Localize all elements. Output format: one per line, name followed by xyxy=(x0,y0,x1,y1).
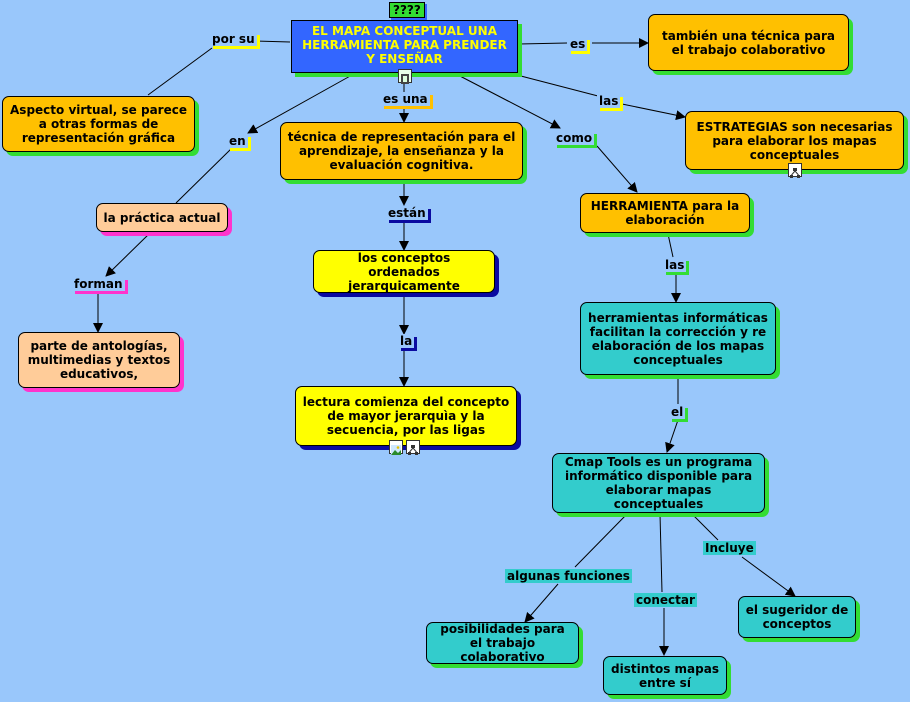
link-conectar[interactable]: conectar xyxy=(634,593,697,607)
link-las-herramientas[interactable]: las xyxy=(663,258,687,272)
link-la[interactable]: la xyxy=(398,334,415,348)
link-es-una[interactable]: es una xyxy=(381,92,430,106)
node-tecnica-colaborativo[interactable]: también una técnica para el trabajo cola… xyxy=(648,14,849,71)
link-como[interactable]: como xyxy=(554,131,595,145)
image-icon[interactable] xyxy=(389,440,403,455)
node-tecnica-representacion[interactable]: técnica de representación para el aprend… xyxy=(280,122,523,180)
link-las-estrategias[interactable]: las xyxy=(597,94,621,108)
link-por-su[interactable]: por su xyxy=(210,32,257,46)
node-estrategias[interactable]: ESTRATEGIAS son necesarias para elaborar… xyxy=(685,111,904,170)
link-es[interactable]: es xyxy=(568,37,588,51)
main-concept-title[interactable]: EL MAPA CONCEPTUAL UNA HERRAMIENTA PARA … xyxy=(291,20,518,73)
node-aspecto-virtual[interactable]: Aspecto virtual, se parece a otras forma… xyxy=(2,96,195,152)
video-icon[interactable] xyxy=(398,69,412,84)
node-distintos-mapas[interactable]: distintos mapas entre sí xyxy=(603,656,727,695)
node-herramienta[interactable]: HERRAMIENTA para la elaboración xyxy=(580,193,750,233)
node-practica-actual[interactable]: la práctica actual xyxy=(96,203,228,232)
concept-map-icon[interactable] xyxy=(788,163,802,178)
node-posibilidades[interactable]: posibilidades para el trabajo colaborati… xyxy=(426,622,579,664)
link-en[interactable]: en xyxy=(227,134,248,148)
node-herramientas-informaticas[interactable]: herramientas informáticas facilitan la c… xyxy=(580,302,776,375)
node-lectura[interactable]: lectura comienza del concepto de mayor j… xyxy=(295,386,517,446)
link-el[interactable]: el xyxy=(669,405,686,419)
node-conceptos-ordenados[interactable]: los conceptos ordenados jerarquicamente xyxy=(313,250,495,293)
link-algunas-funciones[interactable]: algunas funciones xyxy=(505,569,632,583)
concept-map-icon[interactable] xyxy=(406,440,420,455)
link-estan[interactable]: están xyxy=(386,206,428,220)
concept-map-tag: ???? xyxy=(389,2,425,18)
link-forman[interactable]: forman xyxy=(72,277,125,291)
node-sugeridor[interactable]: el sugeridor de conceptos xyxy=(738,596,856,638)
link-incluye[interactable]: Incluye xyxy=(703,541,756,555)
node-cmap-tools[interactable]: Cmap Tools es un programa informático di… xyxy=(552,453,765,513)
node-antologias[interactable]: parte de antologías, multimedias y texto… xyxy=(18,332,180,388)
